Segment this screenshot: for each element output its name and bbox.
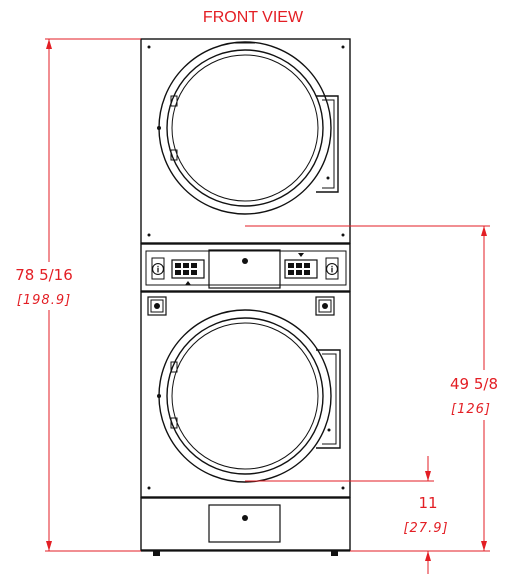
control-panel	[140, 243, 351, 292]
stacked-dryer: 🛈 🛈	[140, 38, 351, 556]
lower-door-sill-metric: [27.9]	[403, 521, 448, 536]
overall-height-imperial: 78 5/16	[15, 266, 73, 284]
foot-left	[153, 551, 160, 556]
upper-door	[147, 41, 345, 237]
upper-cabinet	[140, 38, 351, 244]
lower-door-height-metric: [126]	[451, 402, 491, 417]
lower-door	[147, 309, 345, 490]
lower-door-height-imperial: 49 5/8	[450, 375, 498, 393]
lower-coin-boxes	[147, 296, 335, 316]
foot-right	[331, 551, 338, 556]
overall-height-metric: [198.9]	[17, 293, 71, 308]
lower-cabinet	[140, 291, 351, 498]
lint-drawer	[208, 504, 281, 543]
view-title: FRONT VIEW	[203, 9, 304, 26]
dimension-lower-door-sill: 11 [27.9]	[245, 456, 448, 574]
dimension-overall-height: 78 5/16 [198.9]	[8, 38, 141, 552]
lower-door-sill-imperial: 11	[418, 494, 437, 512]
svg-text:🛈: 🛈	[151, 263, 164, 278]
svg-text:🛈: 🛈	[325, 263, 338, 278]
control-panel-details: 🛈 🛈	[145, 249, 347, 289]
dimension-lower-door-height: 49 5/8 [126]	[245, 225, 516, 552]
base-section	[140, 497, 351, 551]
